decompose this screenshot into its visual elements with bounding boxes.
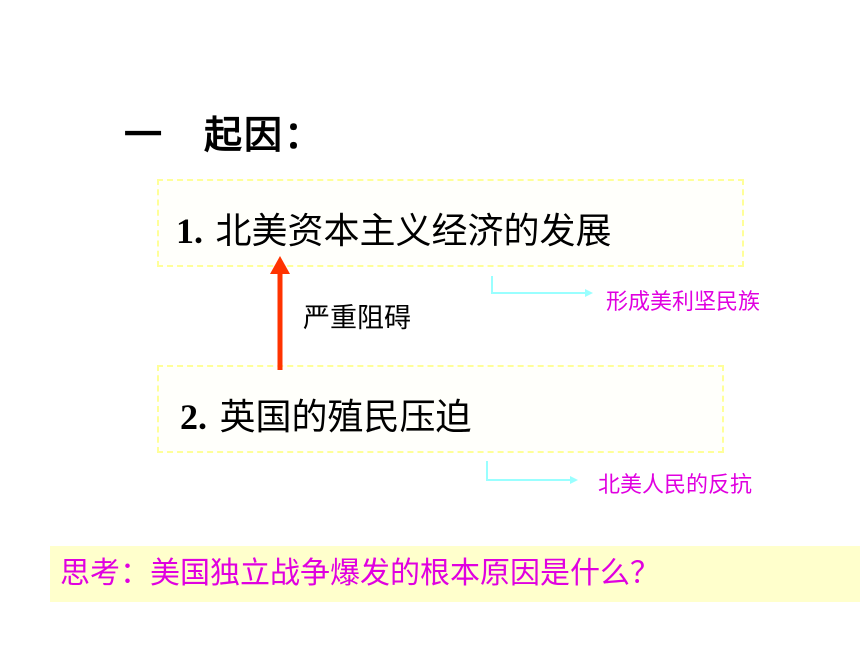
relation-label: 严重阻碍 — [303, 303, 411, 334]
connector-1-arrowhead — [585, 289, 593, 297]
section-title: 起因： — [204, 113, 325, 157]
section-heading: 一起因： — [124, 104, 324, 159]
connector-2 — [486, 461, 570, 481]
connector-1 — [491, 276, 585, 294]
cause-item-1-number: 1. — [176, 211, 203, 251]
question-banner: 思考：美国独立战争爆发的根本原因是什么？ — [50, 546, 860, 602]
result-label-1: 形成美利坚民族 — [606, 290, 761, 315]
cause-item-1-text: 北美资本主义经济的发展 — [215, 211, 612, 252]
cause-item-1: 1. 北美资本主义经济的发展 — [176, 202, 612, 254]
result-label-2: 北美人民的反抗 — [598, 473, 753, 498]
section-number: 一 — [124, 113, 165, 157]
upward-arrow-head — [270, 256, 290, 274]
cause-item-2-number: 2. — [180, 397, 207, 437]
connector-2-arrowhead — [570, 476, 578, 484]
cause-item-2-text: 英国的殖民压迫 — [219, 397, 472, 438]
cause-item-2: 2. 英国的殖民压迫 — [180, 388, 472, 440]
cause-box-1 — [157, 179, 744, 267]
cause-box-2 — [157, 365, 724, 453]
